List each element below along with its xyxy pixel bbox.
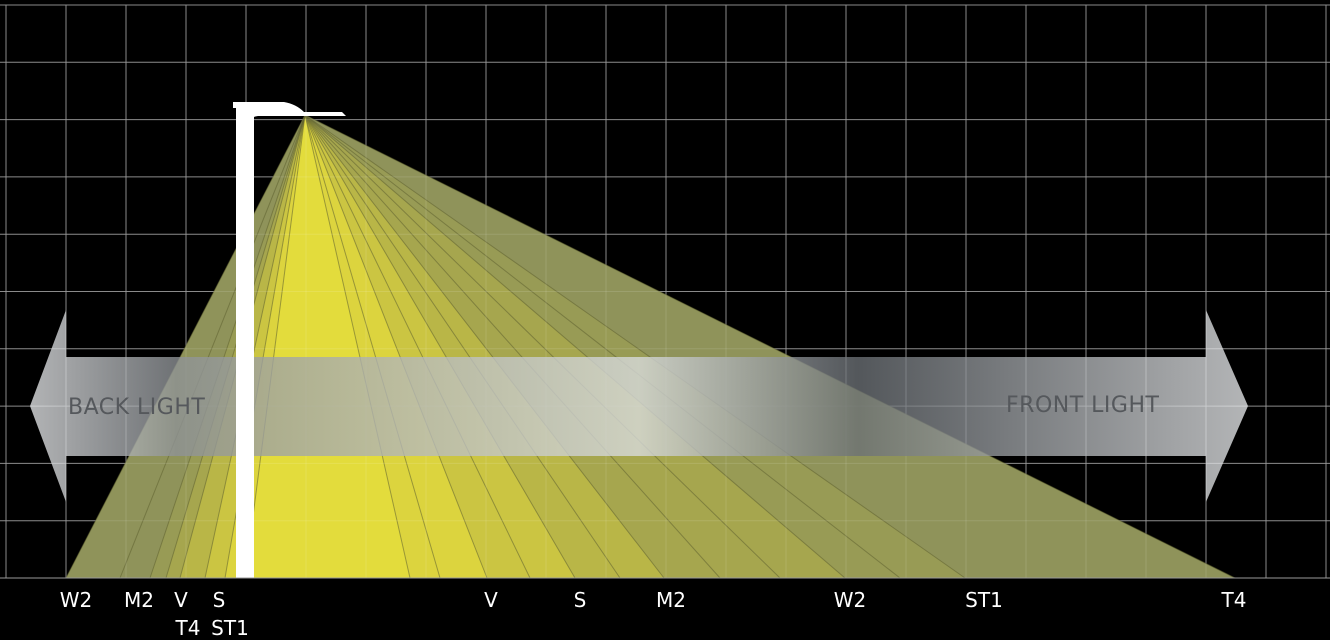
- beam-ray-18: [304, 114, 901, 579]
- beam-ray-12: [304, 114, 576, 579]
- label-front-s: S: [574, 588, 587, 612]
- beam-ray-5: [204, 114, 306, 579]
- beam-ray-1: [119, 114, 306, 579]
- beam-ray-8: [304, 114, 411, 579]
- beam-ray-9: [304, 114, 441, 579]
- beam-ray-3: [165, 114, 306, 579]
- label-front-w2: W2: [834, 588, 867, 612]
- beam-ray-20: [304, 114, 1236, 579]
- distribution-labels: W2 M2 V S T4 ST1 V S M2 W2 ST1 T4: [60, 588, 1247, 640]
- front-light-label: FRONT LIGHT: [1006, 393, 1159, 418]
- beam-ray-7: [244, 114, 306, 579]
- street-light-pole-icon: [233, 102, 346, 578]
- beam-ray-0: [65, 114, 306, 579]
- back-front-arrow: BACK LIGHT FRONT LIGHT: [30, 310, 1248, 502]
- label-front-m2: M2: [656, 588, 686, 612]
- light-beams: [0, 4, 1330, 579]
- beam-ray-11: [304, 114, 531, 579]
- label-back-t4: T4: [175, 616, 201, 640]
- beam-ray-15: [304, 114, 721, 579]
- label-back-v: V: [174, 588, 188, 612]
- back-light-label: BACK LIGHT: [68, 395, 205, 420]
- beam-ray-10: [304, 114, 488, 579]
- beam-layer-6: [245, 115, 410, 578]
- beam-ray-19: [304, 114, 966, 579]
- label-back-s: S: [213, 588, 226, 612]
- label-back-w2: W2: [60, 588, 93, 612]
- label-front-v: V: [484, 588, 498, 612]
- beam-ray-13: [304, 114, 621, 579]
- beam-ray-2: [149, 114, 306, 579]
- beam-ray-17: [304, 114, 846, 579]
- label-front-t4: T4: [1221, 588, 1247, 612]
- label-back-st1: ST1: [211, 616, 249, 640]
- beam-ray-16: [304, 114, 781, 579]
- beam-ray-14: [304, 114, 665, 579]
- label-back-m2: M2: [124, 588, 154, 612]
- label-front-st1: ST1: [965, 588, 1003, 612]
